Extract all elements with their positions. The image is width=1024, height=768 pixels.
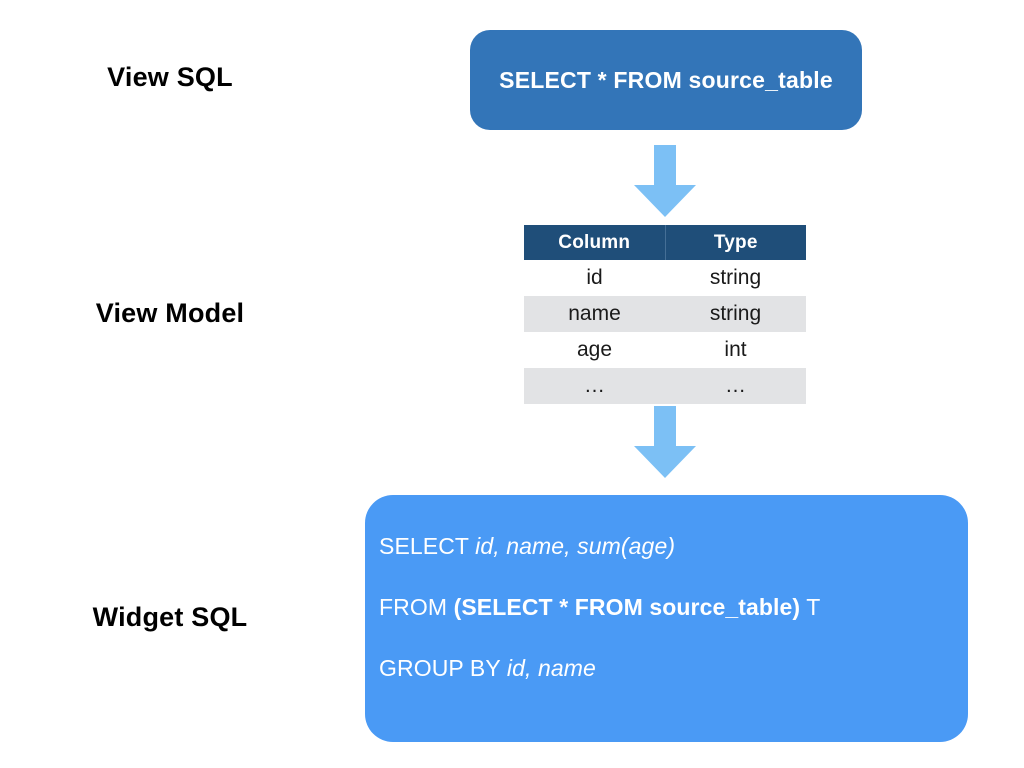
- sql-identifier-select-list: id, name, sum(age): [475, 533, 676, 559]
- widget-sql-line-group-by: GROUP BY id, name: [379, 657, 968, 680]
- widget-sql-box: SELECT id, name, sum(age) FROM (SELECT *…: [365, 495, 968, 742]
- sql-keyword-select: SELECT: [379, 533, 476, 559]
- view-model-schema-table: Column Type id string name string age in…: [524, 225, 806, 404]
- table-cell-column: name: [524, 296, 665, 332]
- sql-keyword-group-by: GROUP BY: [379, 655, 507, 681]
- table-cell-column: id: [524, 260, 665, 296]
- table-header-column: Column: [524, 225, 666, 260]
- table-cell-type: string: [665, 296, 806, 332]
- table-row: id string: [524, 260, 806, 296]
- table-row: … …: [524, 368, 806, 404]
- table-row: name string: [524, 296, 806, 332]
- table-header-type: Type: [665, 225, 806, 260]
- widget-sql-line-select: SELECT id, name, sum(age): [379, 535, 968, 558]
- table-cell-type: string: [665, 260, 806, 296]
- view-sql-box: SELECT * FROM source_table: [470, 30, 862, 130]
- sql-nested-subquery: (SELECT * FROM source_table): [453, 594, 801, 620]
- table-header-row: Column Type: [524, 225, 806, 260]
- sql-table-alias: T: [800, 594, 821, 620]
- table-cell-type: int: [665, 332, 806, 368]
- table-cell-type: …: [665, 368, 806, 404]
- table-row: age int: [524, 332, 806, 368]
- table-cell-column: age: [524, 332, 665, 368]
- down-arrow-icon-view-sql-to-view-model: [634, 145, 696, 217]
- table-cell-column: …: [524, 368, 665, 404]
- row-label-widget-sql: Widget SQL: [92, 602, 248, 632]
- sql-identifier-group-list: id, name: [506, 655, 596, 681]
- view-sql-query-text: SELECT * FROM source_table: [499, 66, 833, 93]
- down-arrow-icon-view-model-to-widget-sql: [634, 406, 696, 478]
- row-label-view-model: View Model: [95, 298, 245, 328]
- sql-keyword-from: FROM: [379, 594, 454, 620]
- row-label-view-sql: View SQL: [107, 62, 233, 92]
- widget-sql-line-from: FROM (SELECT * FROM source_table) T: [379, 596, 968, 619]
